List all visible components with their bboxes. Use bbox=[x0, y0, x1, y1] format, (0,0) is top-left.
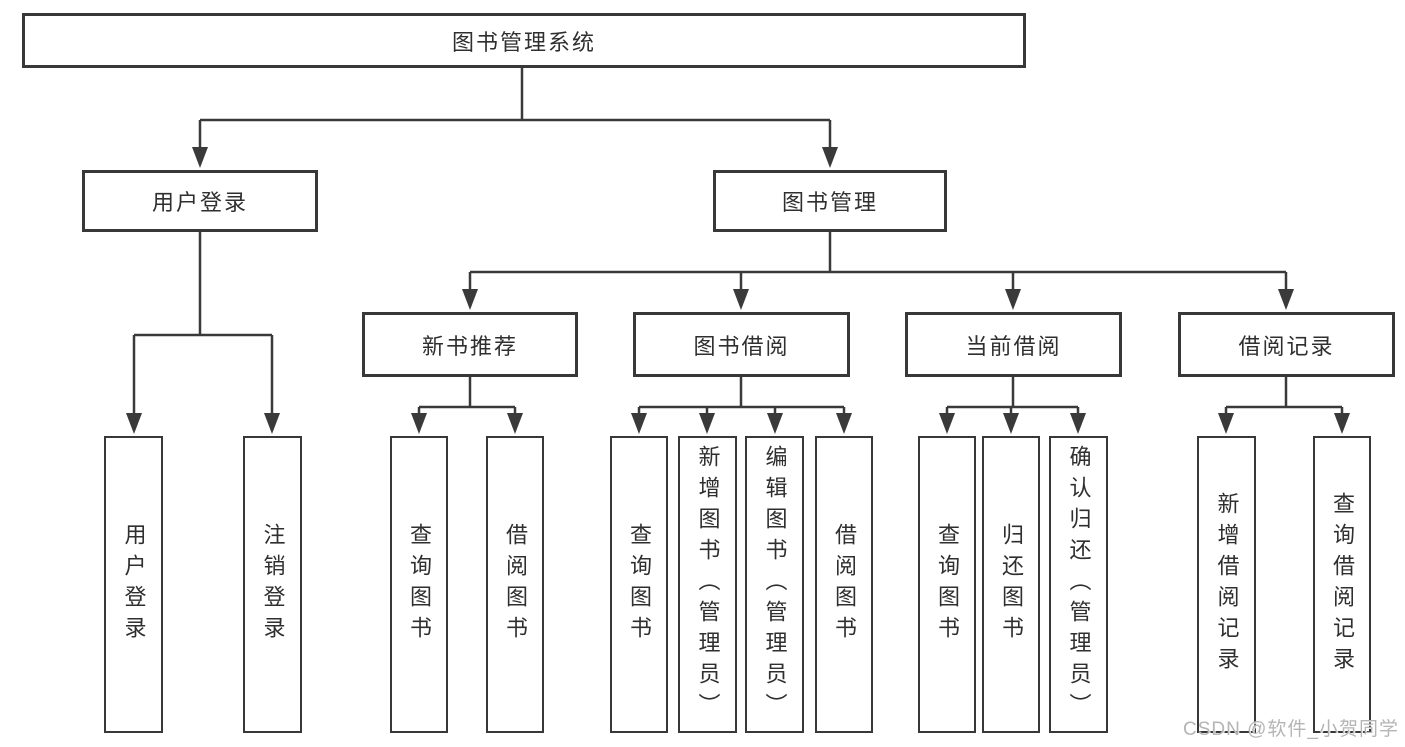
leaf-current-query-books: 查询图书 bbox=[918, 436, 976, 733]
node-label: 查询借阅记录 bbox=[1330, 491, 1355, 678]
node-label: 查询图书 bbox=[627, 522, 652, 647]
node-label: 图书借阅 bbox=[693, 333, 790, 359]
leaf-recommend-borrow-books: 借阅图书 bbox=[486, 436, 544, 733]
node-current-borrowing: 当前借阅 bbox=[905, 312, 1122, 377]
leaf-current-confirm-return-admin: 确认归还（管理员） bbox=[1049, 436, 1108, 733]
node-label: 当前借阅 bbox=[965, 333, 1062, 359]
node-label: 用户登录 bbox=[151, 190, 248, 215]
leaf-records-add-record: 新增借阅记录 bbox=[1197, 436, 1256, 733]
node-borrowing-records: 借阅记录 bbox=[1178, 312, 1395, 377]
node-user-login: 用户登录 bbox=[82, 170, 318, 232]
node-label: 借阅图书 bbox=[503, 522, 528, 647]
node-label: 图书管理 bbox=[781, 190, 878, 215]
node-label: 用户登录 bbox=[121, 522, 147, 647]
leaf-borrowing-add-books-admin: 新增图书（管理员） bbox=[678, 436, 737, 733]
leaf-records-query-record: 查询借阅记录 bbox=[1313, 436, 1371, 733]
node-label: 新书推荐 bbox=[421, 333, 518, 359]
node-root-library-management-system: 图书管理系统 bbox=[22, 13, 1026, 68]
leaf-logout: 注销登录 bbox=[243, 436, 302, 733]
node-book-management: 图书管理 bbox=[713, 170, 947, 232]
node-new-book-recommendation: 新书推荐 bbox=[362, 312, 578, 377]
node-label: 查询图书 bbox=[935, 522, 960, 647]
node-label: 新增借阅记录 bbox=[1214, 491, 1240, 678]
node-label: 查询图书 bbox=[407, 522, 432, 647]
leaf-user-login: 用户登录 bbox=[104, 436, 163, 733]
leaf-borrowing-edit-books-admin: 编辑图书（管理员） bbox=[745, 436, 804, 733]
leaf-current-return-books: 归还图书 bbox=[982, 436, 1040, 733]
node-label: 图书管理系统 bbox=[451, 29, 596, 55]
node-label: 新增图书（管理员） bbox=[695, 445, 721, 724]
node-label: 归还图书 bbox=[999, 522, 1024, 647]
leaf-borrowing-borrow-books: 借阅图书 bbox=[815, 436, 873, 733]
node-label: 编辑图书（管理员） bbox=[762, 445, 788, 724]
leaf-recommend-query-books: 查询图书 bbox=[390, 436, 448, 733]
csdn-watermark: CSDN @软件_小贺同学 bbox=[1183, 719, 1399, 740]
node-book-borrowing: 图书借阅 bbox=[633, 312, 850, 377]
node-label: 借阅图书 bbox=[832, 522, 857, 647]
node-label: 确认归还（管理员） bbox=[1066, 445, 1092, 724]
node-label: 借阅记录 bbox=[1238, 333, 1335, 359]
node-label: 注销登录 bbox=[260, 522, 286, 647]
leaf-borrowing-query-books: 查询图书 bbox=[610, 436, 668, 733]
